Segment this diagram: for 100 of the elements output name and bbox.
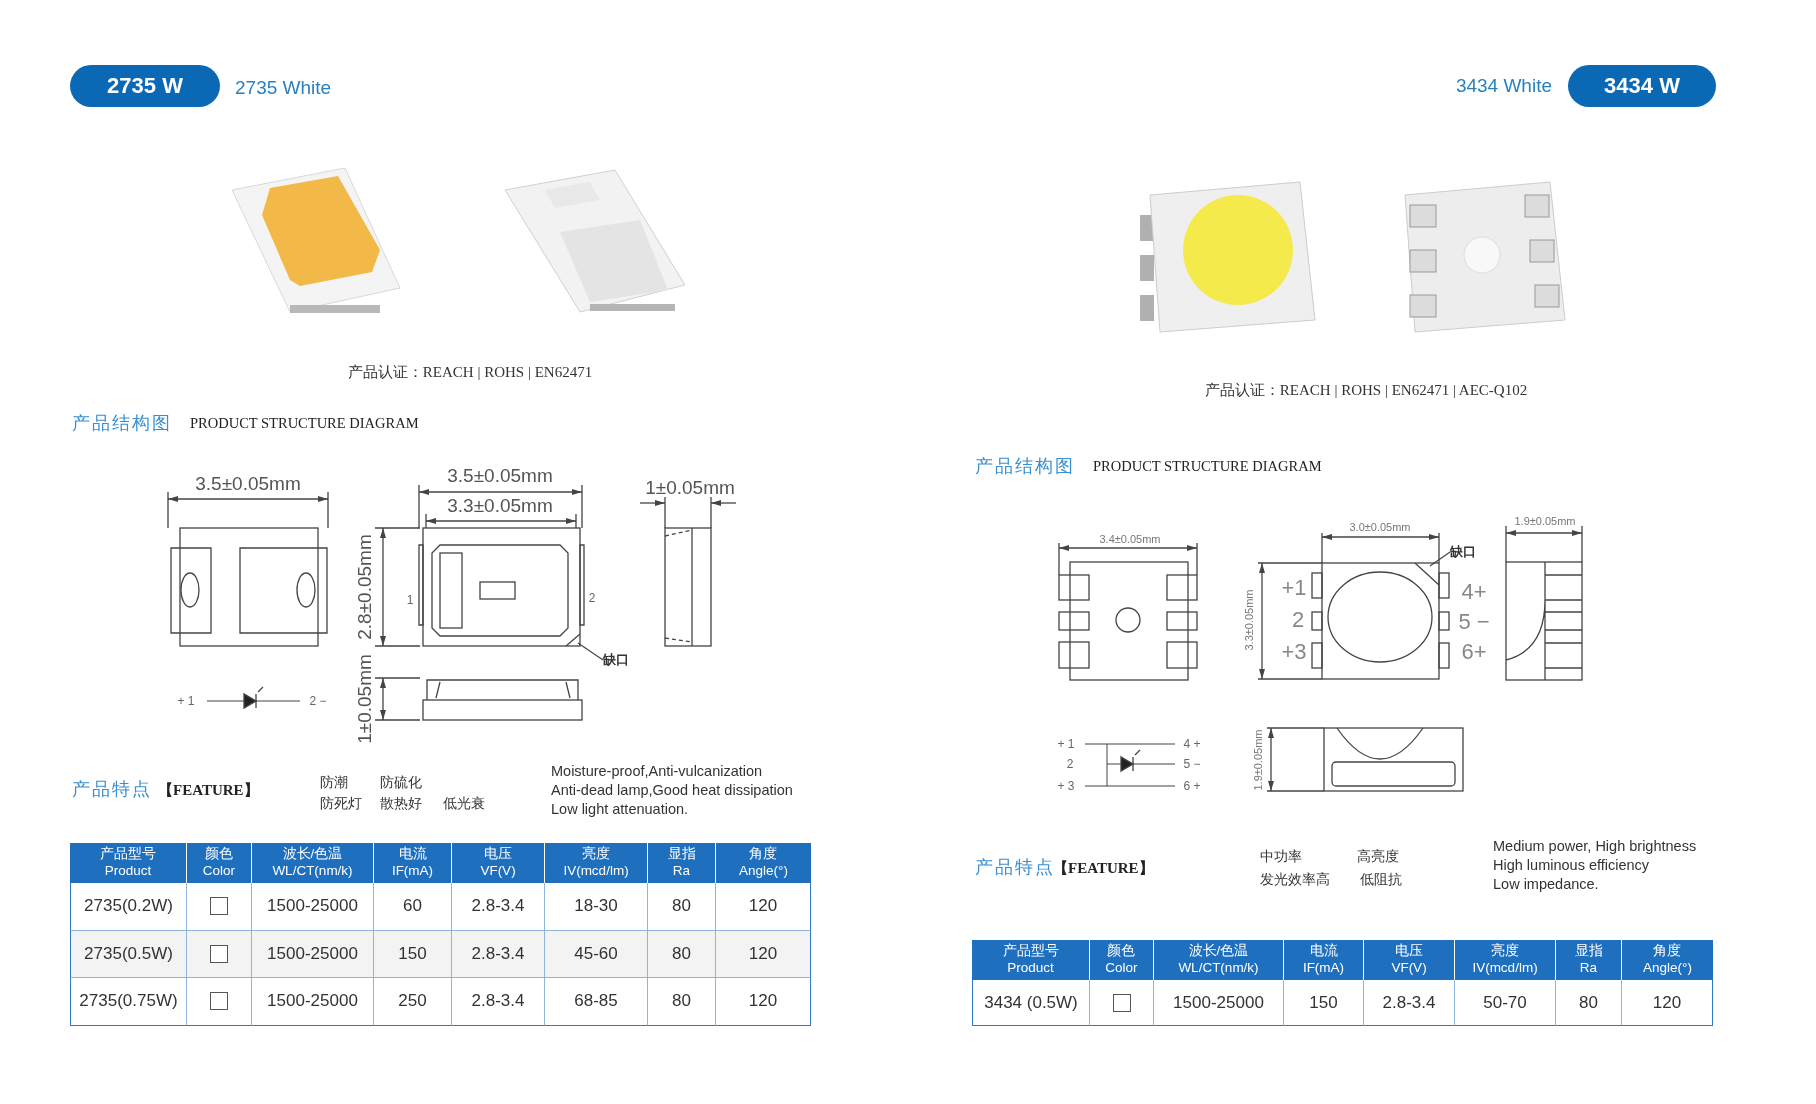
table-cell: 80 — [648, 930, 716, 978]
section-heading: PRODUCT STRUCTURE DIAGRAM — [190, 415, 419, 433]
pin-label: 1 — [406, 592, 414, 608]
dimension-label: 1±0.05mm — [353, 654, 376, 744]
section-heading: 【FEATURE】 — [158, 781, 259, 799]
table-cell: 1500-25000 — [252, 883, 374, 931]
dimension-label: 1.9±0.05mm — [1252, 729, 1266, 791]
model-badge: 2735 W — [70, 65, 220, 107]
table-cell: 250 — [374, 978, 452, 1026]
table-header-cell: 颜色 Color — [1090, 940, 1154, 980]
feature-text: 低光衰 — [443, 794, 485, 812]
feature-text: 散热好 — [380, 794, 422, 812]
dimension-label: 3.5±0.05mm — [447, 464, 553, 488]
section-heading: 产品特点 — [975, 857, 1055, 879]
table-cell: 1500-25000 — [252, 978, 374, 1026]
table-cell: 18-30 — [545, 883, 648, 931]
pin-label: + 1 — [1057, 736, 1075, 752]
dimension-label: 2.8±0.05mm — [353, 534, 376, 640]
table-cell: 45-60 — [545, 930, 648, 978]
table-cell: 1500-25000 — [252, 930, 374, 978]
pin-label: 2 − — [309, 693, 327, 709]
table-header-cell: 电流 IF(mA) — [1284, 940, 1364, 980]
dimension-label: 3.0±0.05mm — [1349, 521, 1411, 535]
feature-description: Moisture-proof,Anti-vulcanization Anti-dead lamp,Good heat dissipation Low light attenuation. — [551, 762, 793, 819]
table-header-cell: 亮度 IV(mcd/lm) — [545, 843, 648, 883]
table-cell: 80 — [648, 978, 716, 1026]
leader-line — [1429, 551, 1451, 567]
table-cell: 80 — [1556, 980, 1622, 1026]
pin-label: 2 — [588, 590, 596, 606]
table-header-cell: 波长/色温 WL/CT(nm/k) — [1154, 940, 1284, 980]
pin-label: + 3 — [1057, 778, 1075, 794]
leader-line — [577, 642, 604, 661]
model-badge: 3434 W — [1568, 65, 1716, 107]
callout-text: 缺口 — [1450, 543, 1476, 561]
section-heading: 产品结构图 — [72, 413, 172, 435]
table-header-cell: 颜色 Color — [187, 843, 252, 883]
table-cell: 2.8-3.4 — [452, 883, 545, 931]
feature-text: 防潮 — [320, 773, 348, 791]
table-header-cell: 电压 VF(V) — [452, 843, 545, 883]
table-cell: 2735(0.5W) — [70, 930, 187, 978]
table-cell: 50-70 — [1455, 980, 1556, 1026]
section-heading: 产品结构图 — [975, 456, 1075, 478]
feature-text: 高亮度 — [1357, 847, 1399, 865]
feature-text: 发光效率高 — [1260, 870, 1330, 888]
table-cell: 1500-25000 — [1154, 980, 1284, 1026]
table-header-cell: 产品型号 Product — [972, 940, 1090, 980]
pin-label: + 1 — [177, 693, 195, 709]
feature-text: 低阻抗 — [1360, 870, 1402, 888]
table-header-cell: 电压 VF(V) — [1364, 940, 1455, 980]
table-cell: 120 — [716, 978, 811, 1026]
table-cell: 2.8-3.4 — [1364, 980, 1455, 1026]
table-cell: 2.8-3.4 — [452, 978, 545, 1026]
table-header-cell: 波长/色温 WL/CT(nm/k) — [252, 843, 374, 883]
table-header-cell: 显指 Ra — [648, 843, 716, 883]
table-header-cell: 电流 IF(mA) — [374, 843, 452, 883]
table-cell: 120 — [716, 930, 811, 978]
subtitle: 3434 White — [1455, 74, 1552, 98]
feature-description: Medium power, High brightness High luminous efficiency Low impedance. — [1493, 837, 1697, 894]
pin-label: 2 — [1291, 606, 1305, 634]
table-header-cell: 产品型号 Product — [70, 843, 187, 883]
pin-label: 6 + — [1183, 778, 1201, 794]
section-heading: 【FEATURE】 — [1053, 859, 1154, 877]
table-cell: 150 — [374, 930, 452, 978]
pin-label: 5 − — [1458, 608, 1490, 636]
certification-text: 产品认证：REACH | ROHS | EN62471 | AEC-Q102 — [1204, 381, 1528, 399]
table-cell: 2.8-3.4 — [452, 930, 545, 978]
pin-label: 6+ — [1461, 638, 1487, 666]
table-cell: 80 — [648, 883, 716, 931]
table-header-cell: 角度 Angle(°) — [1622, 940, 1713, 980]
pin-label: 4+ — [1461, 578, 1487, 606]
certification-text: 产品认证：REACH | ROHS | EN62471 — [347, 363, 593, 381]
pin-label: 2 — [1066, 756, 1074, 772]
subtitle: 2735 White — [235, 76, 332, 100]
table-cell: 68-85 — [545, 978, 648, 1026]
dimension-label: 3.3±0.05mm — [1243, 589, 1257, 651]
feature-text: 中功率 — [1260, 847, 1302, 865]
pin-label: 4 + — [1183, 736, 1201, 752]
dimension-label: 3.4±0.05mm — [1099, 533, 1161, 547]
table-cell: 2735(0.75W) — [70, 978, 187, 1026]
table-header-cell: 显指 Ra — [1556, 940, 1622, 980]
feature-text: 防硫化 — [380, 773, 422, 791]
dimension-label: 1±0.05mm — [645, 476, 735, 500]
dimension-label: 1.9±0.05mm — [1514, 515, 1576, 529]
section-heading: PRODUCT STRUCTURE DIAGRAM — [1093, 458, 1322, 476]
pin-label: +3 — [1281, 638, 1307, 666]
pin-label: 5 − — [1183, 756, 1201, 772]
table-header-cell: 亮度 IV(mcd/lm) — [1455, 940, 1556, 980]
feature-text: 防死灯 — [320, 794, 362, 812]
table-header-cell: 角度 Angle(°) — [716, 843, 811, 883]
table-cell: 120 — [1622, 980, 1713, 1026]
table-cell: 3434 (0.5W) — [972, 980, 1090, 1026]
pin-label: +1 — [1281, 574, 1307, 602]
table-cell: 2735(0.2W) — [70, 883, 187, 931]
dimension-label: 3.5±0.05mm — [195, 472, 301, 496]
table-cell: 120 — [716, 883, 811, 931]
callout-text: 缺口 — [603, 651, 629, 669]
dimension-label: 3.3±0.05mm — [447, 494, 553, 518]
table-cell: 60 — [374, 883, 452, 931]
table-cell: 150 — [1284, 980, 1364, 1026]
section-heading: 产品特点 — [72, 779, 152, 801]
